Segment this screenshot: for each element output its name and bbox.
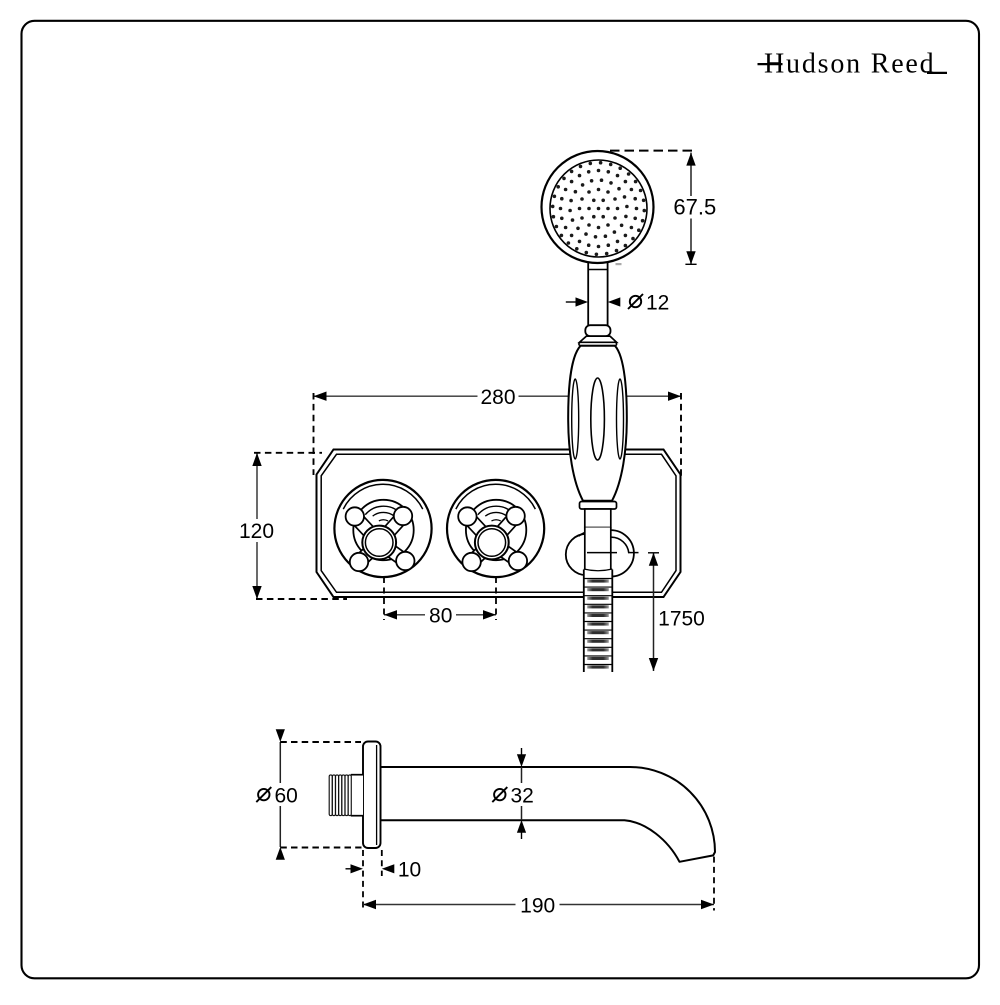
svg-text:60: 60: [275, 784, 298, 807]
svg-text:67.5: 67.5: [673, 194, 716, 219]
svg-text:1750: 1750: [658, 608, 705, 631]
svg-text:120: 120: [239, 520, 274, 543]
svg-text:Hudson Reed: Hudson Reed: [764, 49, 935, 80]
svg-text:190: 190: [520, 895, 555, 918]
svg-text:32: 32: [511, 784, 534, 807]
svg-text:10: 10: [398, 859, 421, 882]
svg-text:12: 12: [646, 291, 669, 314]
svg-text:280: 280: [480, 386, 515, 409]
svg-text:80: 80: [429, 605, 452, 628]
